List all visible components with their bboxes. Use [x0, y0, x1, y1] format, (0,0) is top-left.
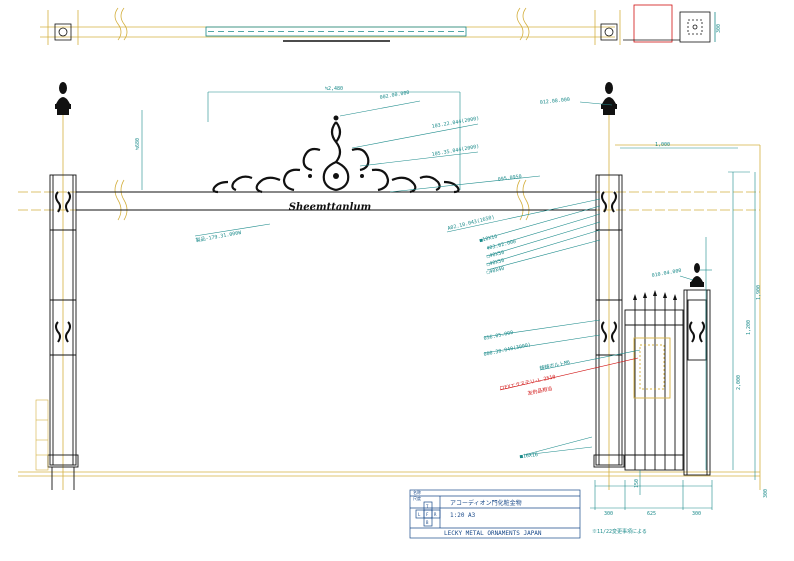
scroll-ornament	[212, 121, 460, 194]
gate-pillar-scroll	[689, 321, 705, 343]
callout-2: 103.22.044(2000)	[431, 116, 479, 130]
dim-150: 150	[634, 479, 640, 488]
title-cell-b: B	[426, 520, 429, 525]
callout-9: □40X50	[486, 250, 505, 260]
title-cell-f: F	[426, 512, 429, 517]
right-post-scrolls	[601, 191, 617, 343]
construction-lines	[18, 100, 761, 490]
dim-2000: 2,000	[736, 375, 742, 390]
ornament-dots	[308, 115, 364, 179]
right-finial	[601, 82, 617, 115]
dim-width: ≒2,480	[325, 86, 343, 92]
title-cell-t: T	[426, 504, 429, 509]
callout-17-red: 友約品相当	[527, 385, 553, 397]
title-field1-label: 名称	[413, 489, 421, 495]
title-cell-l: L	[418, 512, 421, 517]
swing-gate	[624, 296, 684, 471]
gate-spear-tips	[633, 290, 677, 300]
callout-14: 000.30.040(3000)	[483, 342, 531, 358]
title-field2-value: 1:20 A3	[450, 512, 476, 519]
gate-pillar-cap	[690, 263, 704, 287]
dim-300-top: 300	[716, 24, 722, 33]
leader-lines	[194, 100, 694, 456]
title-block-text: 名称 アコーディオン門化粧金物 尺度 1:20 A3 T L F R B LEC…	[413, 489, 542, 537]
callout-5: 095.0950	[497, 174, 522, 183]
dim-bottom-1: 300	[604, 511, 613, 517]
left-finial	[55, 82, 71, 115]
dim-1900: 1,900	[756, 285, 762, 300]
plan-view	[40, 4, 716, 45]
dimension-labels: ≒2,480 ≒680 1,000 1,900 1,200 2,000 300 …	[135, 24, 769, 517]
dim-1200: 1,200	[746, 320, 752, 335]
title-block	[409, 489, 581, 539]
revision-note: ※11/22変更事項による	[592, 528, 647, 535]
callout-3: 105.35.044(2000)	[431, 144, 479, 158]
callout-11: □40X40	[486, 266, 505, 276]
title-cell-r: R	[434, 512, 437, 517]
callout-7: ■10X16	[479, 234, 498, 244]
left-post	[47, 174, 79, 490]
callout-10: □40X50	[486, 258, 505, 268]
cross-beam	[76, 191, 596, 211]
title-company: LECKY METAL ORNAMENTS JAPAN	[444, 530, 542, 537]
title-field2-label: 尺度	[413, 495, 421, 501]
dim-bottom-3: 300	[692, 511, 701, 517]
gate-nameplate: Sheemttanlum	[289, 202, 371, 213]
dim-ornament-height: ≒680	[135, 138, 141, 150]
gate-pillar	[683, 289, 711, 476]
callout-12: 010.04.000	[651, 268, 682, 279]
dim-300-right: 300	[763, 489, 769, 498]
left-wall-detail	[35, 399, 49, 471]
callout-1: 002.00.000	[379, 90, 410, 101]
callout-18: ■16X16	[520, 452, 539, 460]
dim-bottom-2: 625	[647, 511, 656, 517]
dimension-lines	[141, 91, 756, 510]
callout-13: 056.05.000	[483, 330, 514, 342]
callout-4: 012.08.000	[540, 97, 571, 106]
dim-1000: 1,000	[655, 142, 670, 148]
right-post	[593, 174, 625, 468]
red-leaders	[499, 357, 639, 391]
callout-15: 鋳鋳ボルトM6	[539, 359, 571, 372]
title-field1-value: アコーディオン門化粧金物	[450, 499, 522, 507]
left-post-scrolls	[55, 191, 71, 343]
callout-19: 製品-179.31.000W	[195, 229, 243, 244]
